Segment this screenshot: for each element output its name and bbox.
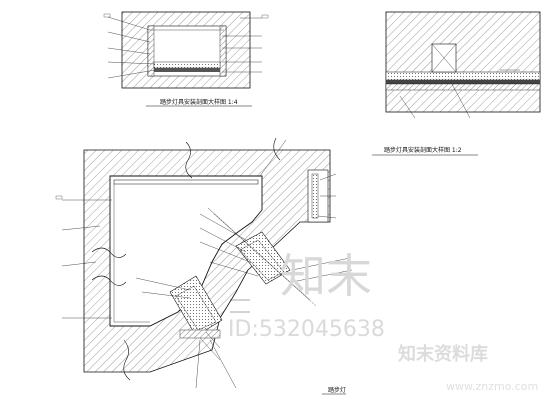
plan-caption: 踏步灯	[328, 386, 346, 394]
watermark: 知末 ID:532045638 知末资料库 www.znzmo.com	[228, 249, 538, 393]
watermark-logo: 知末	[280, 249, 372, 303]
light-fixture-lower	[169, 275, 223, 339]
detail-b-section: 踏步灯具安装剖面大样图 1:2	[372, 11, 541, 156]
watermark-id: ID:532045638	[228, 317, 385, 342]
detail-a-caption: 踏步灯具安装剖面大样图 1:4	[160, 98, 238, 106]
watermark-url: www.znzmo.com	[446, 380, 538, 393]
watermark-brand: 知末资料库	[398, 343, 488, 365]
detail-a-section: 踏步灯具安装剖面大样图 1:4	[103, 11, 269, 107]
detail-b-caption: 踏步灯具安装剖面大样图 1:2	[384, 146, 462, 154]
plan-leaders	[55, 139, 353, 389]
plan-view: 踏步灯	[55, 137, 353, 395]
light-fixture-upper	[235, 231, 291, 285]
detail-b-body	[385, 11, 541, 113]
plan-room	[109, 175, 263, 327]
detail-a-leaders	[103, 13, 269, 79]
